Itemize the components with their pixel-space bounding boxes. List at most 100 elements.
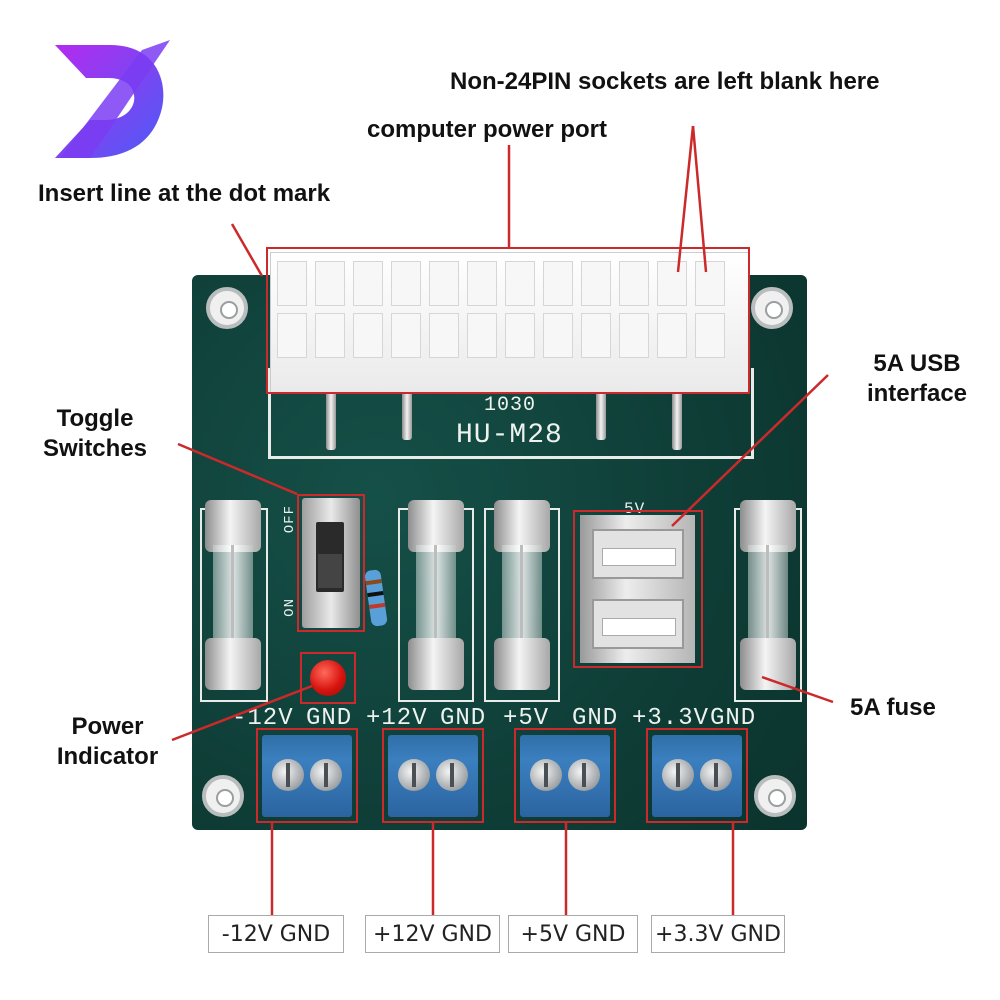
usb-port-stack[interactable] <box>580 515 695 663</box>
connector-pin <box>353 261 383 306</box>
rail-label: GND <box>710 705 757 732</box>
board-model-number: 1030 <box>484 394 537 417</box>
callout-dot-mark: Insert line at the dot mark <box>38 180 331 207</box>
board-model-name: HU-M28 <box>456 420 563 451</box>
highlight-toggle-switch <box>297 494 365 632</box>
connector-pin <box>467 261 497 306</box>
fuse-right[interactable] <box>740 500 796 690</box>
connector-leg <box>596 388 606 440</box>
connector-pin <box>695 261 725 306</box>
mounting-hole-top-right <box>751 287 793 329</box>
output-label-minus12v: -12V GND <box>208 915 344 953</box>
leader-line <box>761 675 834 704</box>
output-label-plus5v: +5V GND <box>508 915 638 953</box>
connector-pin <box>315 261 345 306</box>
rail-label: +12V <box>366 705 428 732</box>
callout-power-indicator: Power Indicator <box>40 712 175 772</box>
connector-pin <box>277 261 307 306</box>
connector-pin <box>429 261 459 306</box>
usb-marking: 5V <box>624 500 646 518</box>
power-indicator-led <box>310 660 346 696</box>
mounting-hole-bottom-left <box>202 775 244 817</box>
connector-pin <box>657 261 687 306</box>
terminal-screw[interactable] <box>530 759 562 791</box>
terminal-block-minus12v[interactable] <box>262 735 352 817</box>
rail-label: GND <box>572 705 619 732</box>
output-label-plus12v: +12V GND <box>365 915 500 953</box>
connector-pin <box>391 261 421 306</box>
terminal-block-plus5v[interactable] <box>520 735 610 817</box>
rail-label: GND <box>306 705 353 732</box>
terminal-block-plus3v3[interactable] <box>652 735 742 817</box>
connector-leg <box>326 388 336 450</box>
callout-power-indicator-line1: Power <box>71 713 144 740</box>
connector-pin <box>581 261 611 306</box>
rail-label: +5V <box>503 705 550 732</box>
callout-non-24pin: Non-24PIN sockets are left blank here <box>450 68 880 95</box>
leader-line <box>691 125 708 273</box>
usb-port-top[interactable] <box>592 529 684 579</box>
connector-pin <box>657 313 687 358</box>
highlight-led <box>300 652 356 704</box>
connector-pin <box>543 261 573 306</box>
connector-silkscreen <box>268 368 754 459</box>
rail-label: +3.3V <box>632 705 710 732</box>
connector-pin <box>505 313 535 358</box>
terminal-screw[interactable] <box>700 759 732 791</box>
mounting-hole-bottom-right <box>754 775 796 817</box>
callout-usb-line2: interface <box>866 380 968 407</box>
callout-usb: 5A USB interface <box>852 349 982 409</box>
terminal-screw[interactable] <box>310 759 342 791</box>
usb-port-bottom[interactable] <box>592 599 684 649</box>
connector-pin <box>353 313 383 358</box>
leader-line <box>676 125 695 273</box>
connector-pin <box>581 313 611 358</box>
mounting-hole-top-left <box>206 287 248 329</box>
terminal-screw[interactable] <box>398 759 430 791</box>
callout-toggle-line1: Toggle <box>56 405 134 432</box>
connector-leg <box>672 388 682 450</box>
callout-fuse: 5A fuse <box>850 694 936 721</box>
terminal-screw[interactable] <box>662 759 694 791</box>
terminal-screw[interactable] <box>272 759 304 791</box>
highlight-terminal-plus5v <box>514 728 616 823</box>
connector-pin <box>467 313 497 358</box>
connector-pin <box>619 313 649 358</box>
output-label-plus3v3: +3.3V GND <box>651 915 785 953</box>
callout-power-indicator-line2: Indicator <box>56 743 159 770</box>
callout-usb-line1: 5A USB <box>873 350 961 377</box>
fuse-5v[interactable] <box>494 500 550 690</box>
leader-line <box>177 442 298 496</box>
toggle-switch[interactable] <box>302 498 360 628</box>
brand-logo <box>55 40 170 158</box>
highlight-usb <box>573 510 703 668</box>
callout-power-port: computer power port <box>367 116 608 143</box>
connector-leg <box>402 388 412 440</box>
rail-label: -12V <box>232 705 294 732</box>
highlight-terminal-plus3v3 <box>646 728 748 823</box>
connector-pin <box>505 261 535 306</box>
highlight-terminal-minus12v <box>256 728 358 823</box>
terminal-screw[interactable] <box>568 759 600 791</box>
connector-pin <box>695 313 725 358</box>
atx-24pin-connector[interactable] <box>270 252 750 394</box>
connector-pin <box>543 313 573 358</box>
fuse-left[interactable] <box>205 500 261 690</box>
leader-line <box>171 684 313 742</box>
connector-pin <box>429 313 459 358</box>
highlight-terminal-plus12v <box>382 728 484 823</box>
fuse-12v[interactable] <box>408 500 464 690</box>
rail-label: GND <box>440 705 487 732</box>
connector-pin <box>391 313 421 358</box>
leader-line <box>671 374 829 527</box>
callout-toggle-line2: Switches <box>42 435 148 462</box>
connector-pin <box>277 313 307 358</box>
leader-line <box>230 223 264 277</box>
connector-pin <box>315 313 345 358</box>
connector-pin <box>619 261 649 306</box>
terminal-screw[interactable] <box>436 759 468 791</box>
callout-toggle: Toggle Switches <box>30 404 160 464</box>
terminal-block-plus12v[interactable] <box>388 735 478 817</box>
highlight-power-port <box>266 247 750 394</box>
